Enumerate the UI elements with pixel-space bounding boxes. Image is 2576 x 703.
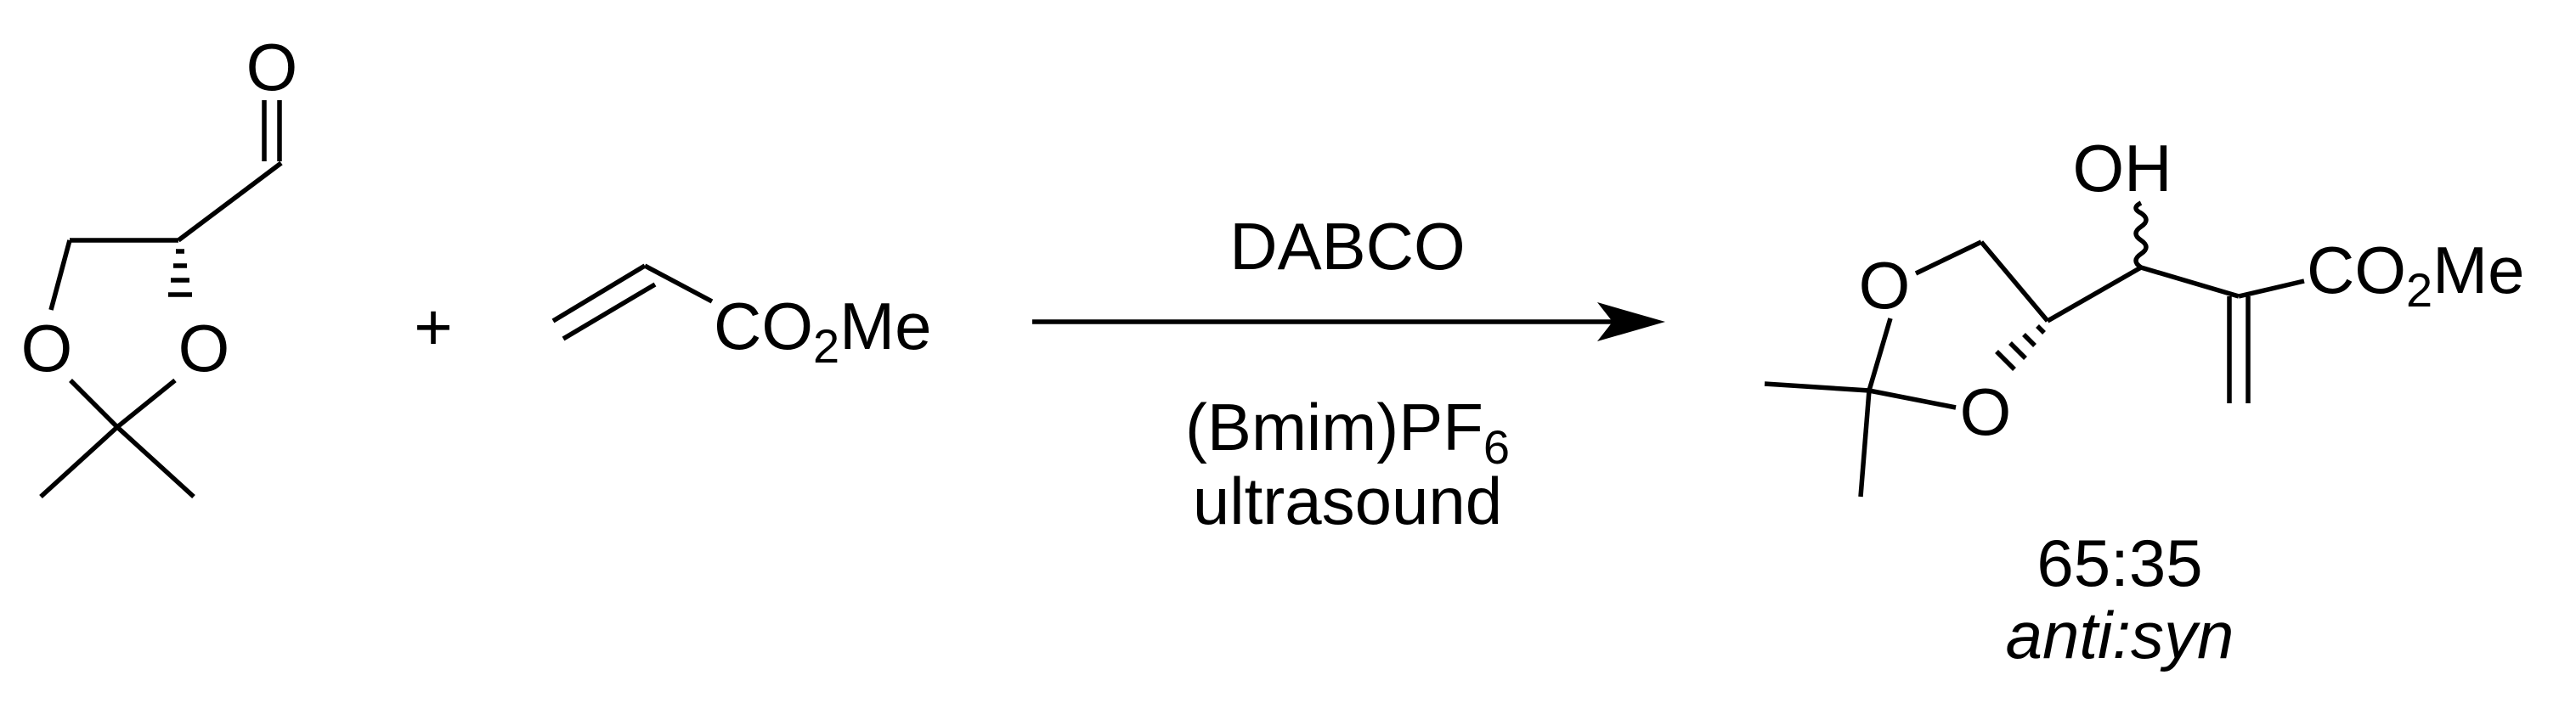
reaction-arrow	[1032, 302, 1665, 341]
hashed-wedge-bond	[168, 249, 192, 297]
atom-ring-oxygen-left: O	[21, 311, 73, 385]
solvent-bmim-pf6: (Bmim)PF6	[1185, 390, 1510, 474]
reactant-glyceraldehyde-acetonide: O O O	[21, 30, 298, 499]
hashed-wedge-bond	[1995, 324, 2046, 371]
methyl-ester-group: CO2Me	[714, 289, 932, 373]
product-baylis-hillman-adduct: OH O O CO2Me	[1764, 131, 2525, 498]
atom-ring-oxygen-bottom: O	[1960, 374, 2012, 449]
condition-ultrasound: ultrasound	[1193, 464, 1502, 538]
diastereomer-ratio: 65:35	[2037, 526, 2202, 600]
atom-ring-oxygen-right: O	[178, 311, 230, 385]
diastereomer-ratio-label: anti:syn	[2006, 598, 2234, 672]
atom-aldehyde-oxygen: O	[246, 30, 298, 104]
atom-ring-oxygen-top: O	[1859, 248, 1911, 323]
methyl-ester-group: CO2Me	[2307, 233, 2525, 317]
reactant-methyl-acrylate: CO2Me	[551, 263, 932, 373]
atom-hydroxyl: OH	[2073, 131, 2172, 205]
reagent-dabco: DABCO	[1229, 209, 1465, 284]
plus-sign: +	[414, 290, 453, 364]
wavy-bond	[2133, 200, 2149, 270]
